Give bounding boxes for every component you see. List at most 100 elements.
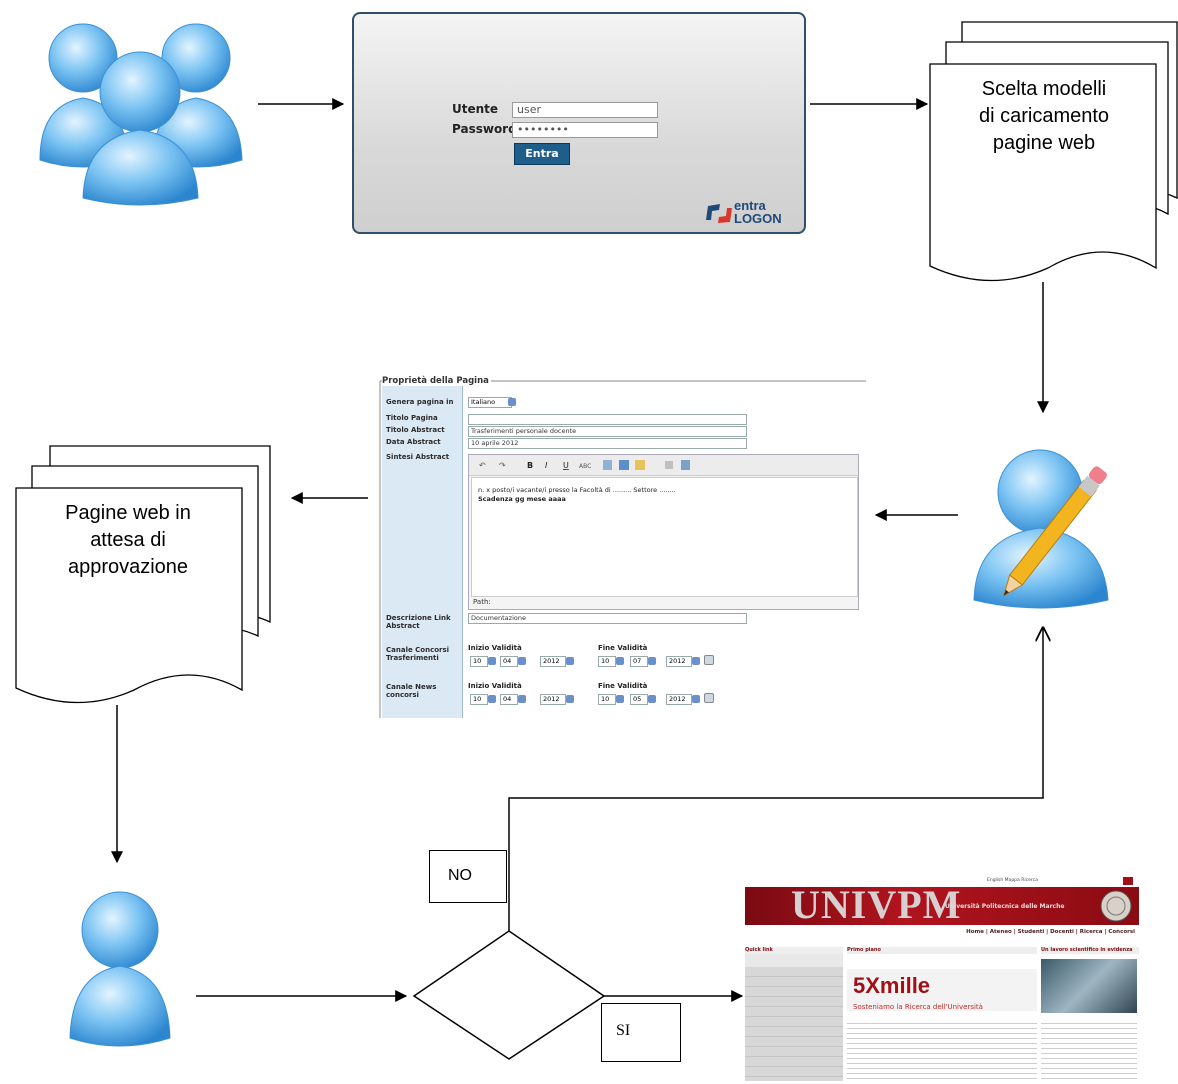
editor-toolbar: ↶ ↷ B I U ABC — [469, 455, 858, 476]
research-header: Un lavoro scientifico in evidenza — [1041, 947, 1139, 954]
mille-banner[interactable] — [847, 969, 1037, 1011]
login-button[interactable]: Entra — [514, 143, 570, 165]
svg-text:I: I — [545, 461, 548, 470]
user-edit-icon — [973, 449, 1109, 609]
password-input[interactable]: •••••••• — [512, 122, 658, 138]
chevron-down-icon[interactable] — [616, 657, 624, 665]
chevron-down-icon[interactable] — [648, 695, 656, 703]
year-select[interactable]: 2012 — [540, 694, 566, 705]
form-title: Proprietà della Pagina — [382, 376, 491, 386]
data-abstract-input[interactable]: 10 aprile 2012 — [468, 438, 747, 449]
username-label: Utente — [452, 102, 499, 116]
quick-link-list[interactable] — [745, 967, 843, 1081]
chevron-down-icon[interactable] — [566, 657, 574, 665]
models-line-2: di caricamento — [978, 105, 1110, 127]
month-select[interactable]: 05 — [630, 694, 648, 705]
page-properties-form: Proprietà della Pagina Genera pagina in … — [378, 376, 866, 718]
models-line-3: pagine web — [992, 132, 1096, 154]
news-list[interactable] — [847, 1019, 1037, 1079]
decision-diamond — [412, 930, 606, 1060]
chevron-down-icon[interactable] — [692, 695, 700, 703]
university-seal-icon — [1100, 890, 1132, 922]
label-genera: Genera pagina in — [386, 398, 454, 406]
label-canale-concorsi-2: Trasferimenti — [386, 654, 439, 662]
approver-user-icon — [69, 891, 171, 1047]
svg-text:ABC: ABC — [579, 463, 591, 470]
day-select[interactable]: 10 — [470, 656, 488, 667]
editor-line-2: Scadenza gg mese aaaa — [478, 495, 566, 503]
calendar-icon[interactable] — [704, 693, 714, 703]
mille-subtext: Sosteniamo la Ricerca dell'Università — [853, 1003, 983, 1011]
editor-line-1: n. x posto/i vacante/i presso la Facoltà… — [478, 486, 676, 494]
site-quick-link-col: Quick link — [745, 947, 843, 1081]
search-icon[interactable] — [1123, 877, 1133, 885]
chevron-down-icon[interactable] — [488, 695, 496, 703]
chevron-down-icon[interactable] — [488, 657, 496, 665]
month-select[interactable]: 04 — [500, 656, 518, 667]
decision-no-label: NO — [448, 867, 472, 884]
label-titolo-abstract: Titolo Abstract — [386, 426, 445, 434]
label-data-abstract: Data Abstract — [386, 438, 441, 446]
pending-line-1: Pagine web in — [65, 502, 191, 524]
user-group-icon — [39, 23, 243, 206]
chevron-down-icon[interactable] — [648, 657, 656, 665]
descrizione-link-input[interactable]: Documentazione — [468, 613, 747, 624]
arrow-no-loop — [508, 628, 1043, 967]
titolo-abstract-input[interactable]: Trasferimenti personale docente — [468, 426, 747, 437]
label-canale-news-1: Canale News — [386, 683, 437, 691]
entra-logo-icon — [706, 204, 732, 223]
month-select[interactable]: 04 — [500, 694, 518, 705]
models-document-stack — [929, 21, 1178, 282]
fine-validita-label-2: Fine Validità — [598, 682, 648, 690]
site-research-col: Un lavoro scientifico in evidenza — [1041, 947, 1139, 1081]
site-subtitle: Università Politecnica delle Marche — [945, 903, 1065, 910]
inizio-validita-label-2: Inizio Validità — [468, 682, 522, 690]
chevron-down-icon[interactable] — [518, 657, 526, 665]
website-screenshot: English Mappa Ricerca UNIVPM Università … — [745, 875, 1139, 1081]
year-select[interactable]: 2012 — [666, 656, 692, 667]
language-select[interactable]: Italiano — [468, 397, 512, 408]
logo-entra-text: entra — [734, 198, 766, 213]
models-line-1: Scelta modelli — [981, 78, 1107, 100]
day-select[interactable]: 10 — [598, 694, 616, 705]
svg-text:B: B — [527, 461, 533, 470]
site-top-links[interactable]: English Mappa Ricerca — [987, 878, 1038, 883]
login-panel: Utente Password user •••••••• Entra entr… — [352, 12, 806, 234]
calendar-icon[interactable] — [704, 655, 714, 665]
year-select[interactable]: 2012 — [666, 694, 692, 705]
site-top-bar: English Mappa Ricerca — [745, 875, 1139, 887]
decision-si-label: SI — [616, 1022, 631, 1039]
username-input[interactable]: user — [512, 102, 658, 118]
primo-piano-header: Primo piano — [847, 947, 1037, 954]
chevron-down-icon[interactable] — [616, 695, 624, 703]
site-primo-piano-col: Primo piano — [847, 947, 1037, 1081]
svg-text:↷: ↷ — [499, 461, 506, 470]
pending-line-3: approvazione — [67, 556, 189, 578]
decision-no-box: NO — [429, 850, 507, 903]
pending-document-text: Pagine web in attesa di approvazione — [16, 500, 240, 581]
titolo-pagina-input[interactable] — [468, 414, 747, 425]
year-select[interactable]: 2012 — [540, 656, 566, 667]
day-select[interactable]: 10 — [470, 694, 488, 705]
site-nav[interactable]: Home | Ateneo | Studenti | Docenti | Ric… — [966, 929, 1135, 935]
chevron-down-icon[interactable] — [508, 398, 516, 406]
chevron-down-icon[interactable] — [692, 657, 700, 665]
label-titolo-pagina: Titolo Pagina — [386, 414, 438, 422]
svg-text:U: U — [563, 461, 569, 470]
editor-toolbar-icons[interactable]: ↶ ↷ B I U ABC — [469, 455, 729, 475]
site-banner: UNIVPM Università Politecnica delle Marc… — [745, 882, 1139, 927]
label-canale-news-2: concorsi — [386, 691, 419, 699]
label-canale-concorsi-1: Canale Concorsi — [386, 646, 450, 654]
rich-text-editor[interactable]: ↶ ↷ B I U ABC n. x posto/i vacante/i pres… — [468, 454, 859, 610]
day-select[interactable]: 10 — [598, 656, 616, 667]
svg-text:↶: ↶ — [478, 461, 486, 470]
month-select[interactable]: 07 — [630, 656, 648, 667]
chevron-down-icon[interactable] — [566, 695, 574, 703]
fine-validita-label-1: Fine Validità — [598, 644, 648, 652]
inizio-validita-label-1: Inizio Validità — [468, 644, 522, 652]
editor-text-area[interactable]: n. x posto/i vacante/i presso la Facoltà… — [471, 477, 858, 597]
logo-logon-text: LOGON — [734, 211, 782, 226]
editor-path-label: Path: — [473, 598, 491, 606]
chevron-down-icon[interactable] — [518, 695, 526, 703]
